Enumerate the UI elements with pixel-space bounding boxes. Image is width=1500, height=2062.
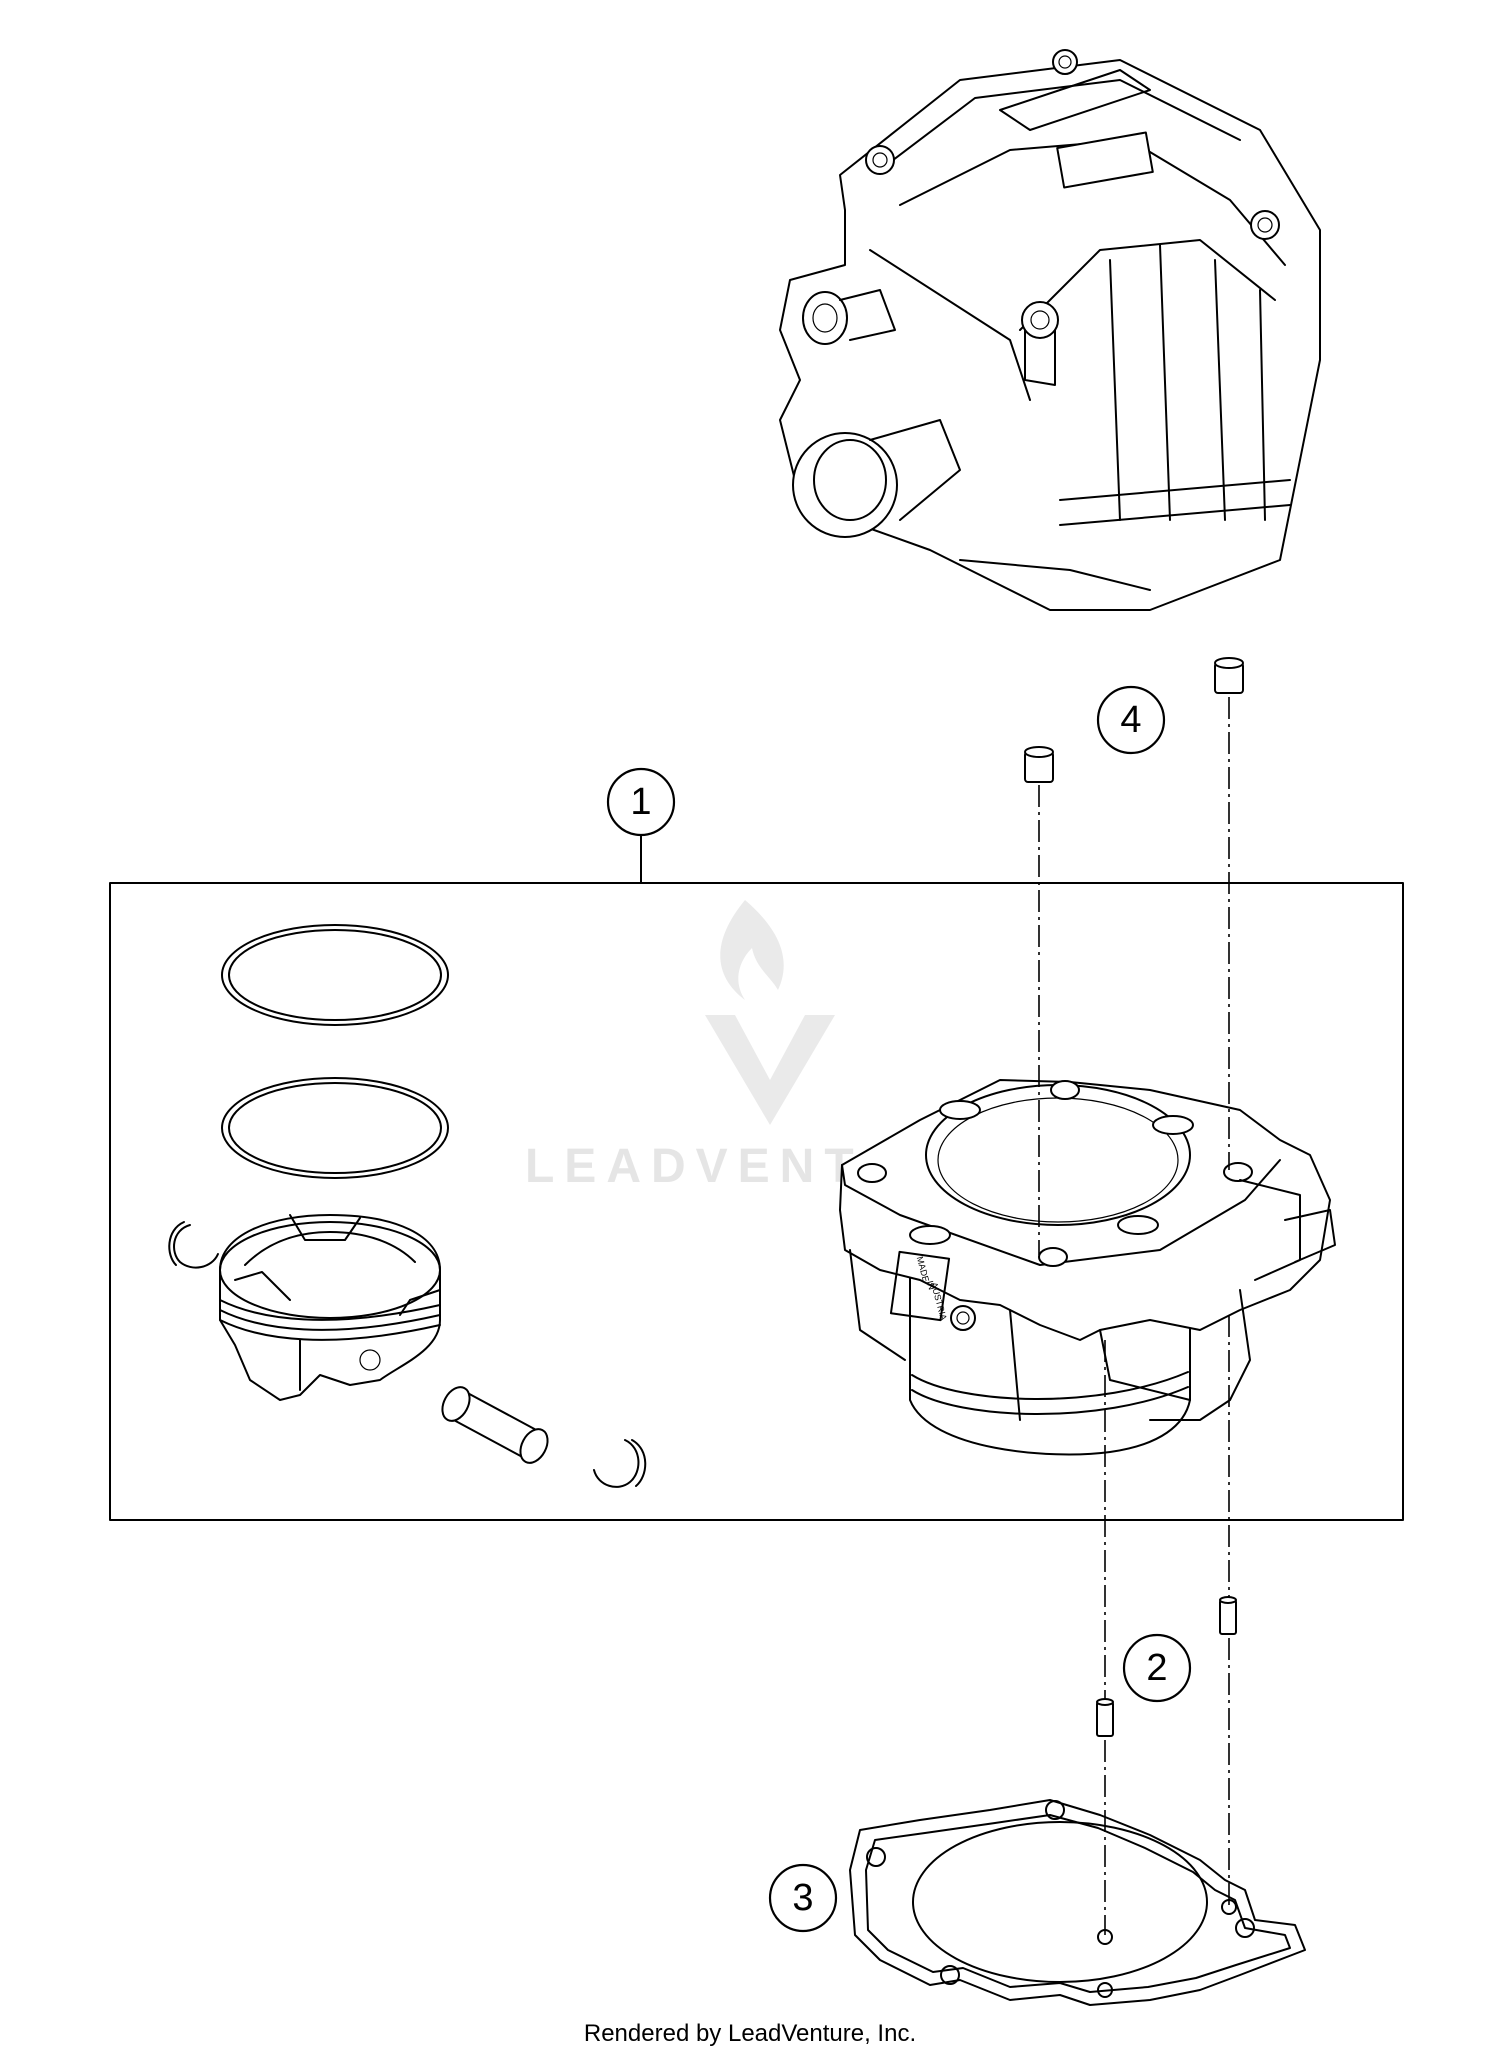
dowel-lower-left — [1096, 1698, 1114, 1737]
cylinder-stamp-line-2: IN — [925, 1280, 937, 1291]
base-gasket — [849, 1799, 1306, 2006]
callout-3[interactable]: 3 — [768, 1863, 838, 1933]
piston-ring-bottom — [221, 1077, 449, 1179]
callout-1[interactable]: 1 — [606, 767, 676, 837]
callout-4[interactable]: 4 — [1096, 685, 1166, 755]
piston-pin — [441, 1386, 549, 1464]
callout-2[interactable]: 2 — [1122, 1633, 1192, 1703]
callout-4-label: 4 — [1120, 699, 1141, 741]
cylinder: MADE IN AUSTRIA — [839, 1079, 1336, 1456]
cylinder-head-illustration — [779, 49, 1321, 611]
watermark-v-icon — [705, 1015, 835, 1125]
kit-frame — [109, 882, 1404, 1521]
piston — [219, 1214, 441, 1401]
piston-ring-top — [221, 924, 449, 1026]
circlip-right — [593, 1439, 647, 1488]
dowel-lower-right — [1219, 1596, 1237, 1635]
dowel-upper-right — [1214, 657, 1244, 694]
dowel-upper-left — [1024, 746, 1054, 783]
callout-2-label: 2 — [1146, 1647, 1167, 1689]
callout-3-label: 3 — [792, 1877, 813, 1919]
callout-1-label: 1 — [630, 781, 651, 823]
watermark-flame-icon — [720, 900, 784, 1000]
circlip-left — [168, 1221, 219, 1269]
footer-credit: Rendered by LeadVenture, Inc. — [583, 2020, 917, 2047]
